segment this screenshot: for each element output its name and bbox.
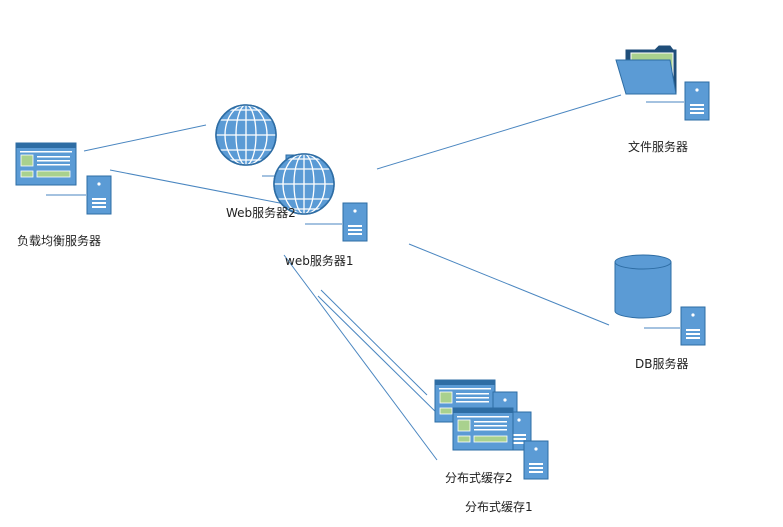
server-tower-icon [342,202,368,242]
server-tower-icon [684,81,710,121]
db-server-node [614,254,706,346]
edge-web-cache2b [317,295,446,422]
edge-web-cache2a [320,289,428,396]
file-server-label: 文件服务器 [628,140,689,154]
cache1-label: 分布式缓存1 [465,500,533,514]
server-tower-icon [86,175,112,215]
database-icon [614,262,672,319]
edge-lb-web1 [109,169,291,206]
connection-lines [83,94,622,461]
load-balancer-label: 负载均衡服务器 [17,234,102,248]
folder-icon [615,59,677,95]
edge-web-db [408,243,610,326]
file-server-node [615,45,710,121]
window-server-icon [15,142,77,186]
globe-icon [215,104,277,166]
window-server-icon [452,407,514,451]
edge-web-file [376,94,622,170]
web1-label: web服务器1 [285,254,354,268]
web2-label: Web服务器2 [226,206,296,220]
load-balancer-node [15,142,112,215]
db-server-label: DB服务器 [635,357,689,371]
server-tower-icon [680,306,706,346]
server-tower-icon [523,440,549,480]
cache2-label: 分布式缓存2 [445,471,513,485]
edge-lb-web2 [83,124,207,152]
web1-node [273,153,368,242]
edge-web-cache1 [283,254,438,461]
